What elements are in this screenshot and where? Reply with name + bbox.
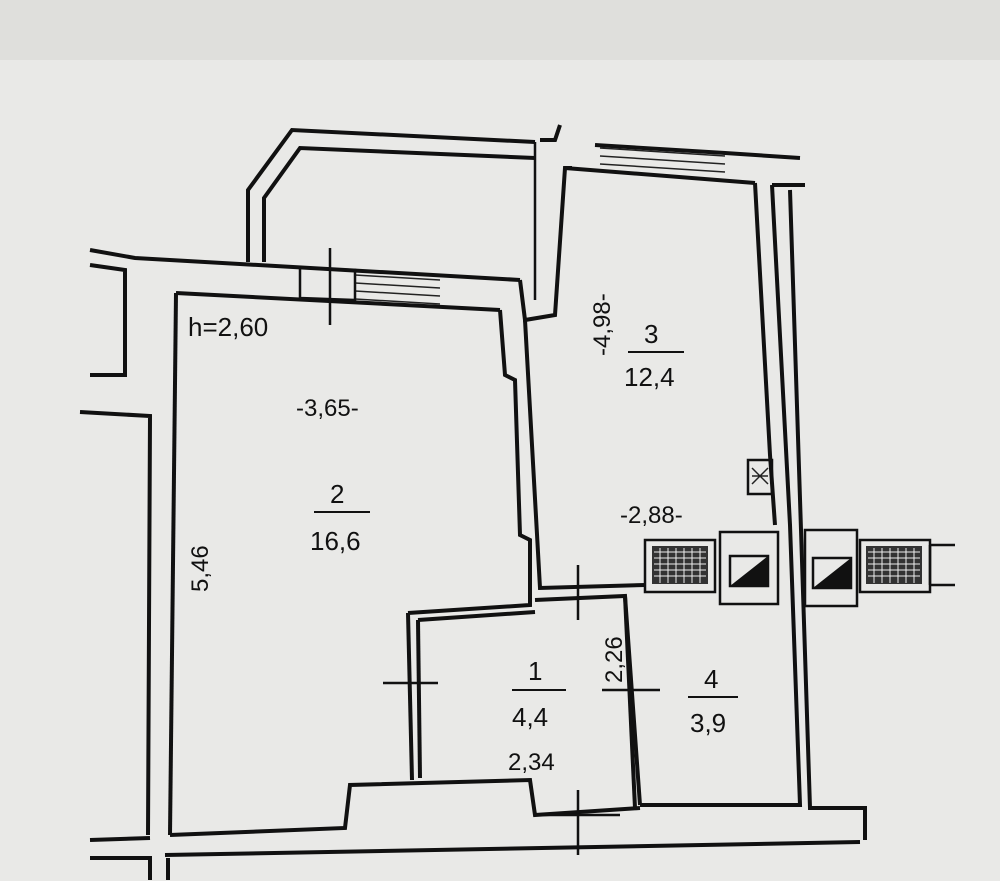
- outer-walls: [79, 124, 867, 880]
- room1-number: 1: [528, 656, 542, 686]
- balcony: [246, 127, 537, 300]
- tick-marks: [328, 248, 660, 855]
- room3-length-label: -4,98-: [589, 293, 616, 356]
- room4-area: 3,9: [690, 708, 726, 738]
- room1-width-label: 2,34: [508, 749, 555, 776]
- room1-area: 4,4: [512, 702, 548, 732]
- room3-width-label: -2,88-: [620, 502, 683, 529]
- room4-number: 4: [704, 664, 718, 694]
- room2-length-label: 5,46: [187, 545, 214, 592]
- room1-length-label: 2,26: [601, 636, 628, 683]
- room2-width-label: -3,65-: [296, 395, 359, 422]
- room2-number: 2: [330, 479, 344, 509]
- windows: [298, 147, 726, 305]
- utility-blocks: [643, 458, 955, 608]
- room3-area: 12,4: [624, 362, 675, 392]
- room3-number: 3: [644, 319, 658, 349]
- paper-shadow: [0, 0, 1000, 60]
- room2-area: 16,6: [310, 526, 361, 556]
- ceiling-height-label: h=2,60: [188, 312, 268, 342]
